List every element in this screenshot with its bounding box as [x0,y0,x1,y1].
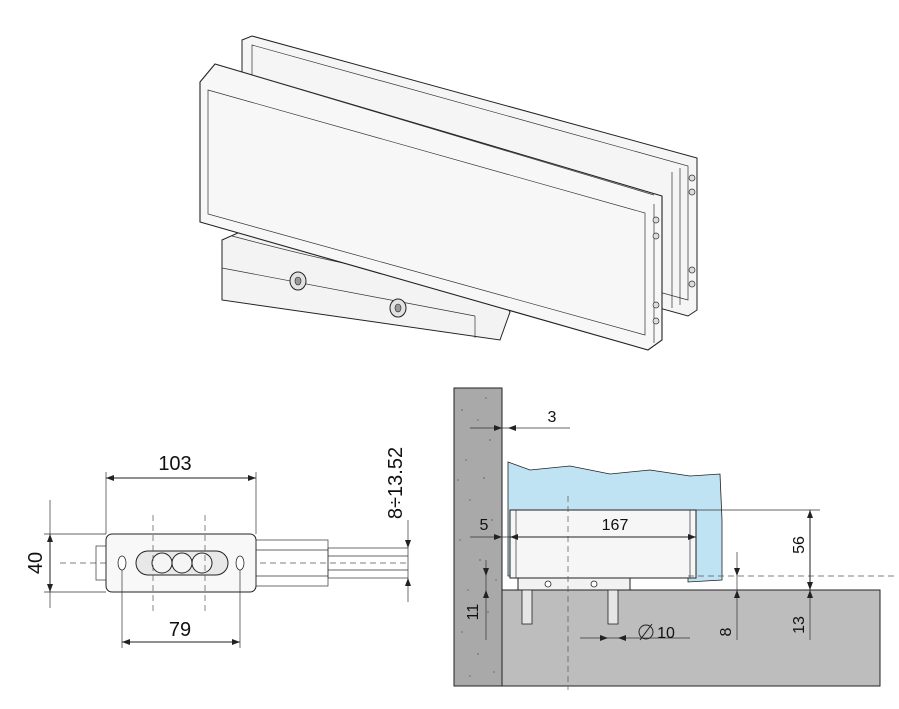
dim-glass-thickness: 8÷13.52 [385,447,407,519]
dim-width-holes: 79 [169,619,191,641]
dim-floor-left: 11 [465,604,482,621]
dim-height: 40 [25,552,47,574]
dim-pin-height: 8 [718,627,735,636]
dim-pin-diameter: 10 [657,625,675,642]
top-view: 103 79 40 8÷13.52 [25,447,411,648]
dim-offset-wall: 5 [480,517,489,534]
dim-width-overall: 103 [158,453,191,475]
perspective-view [199,35,698,351]
patch-fitting [509,509,697,579]
dim-height-total: 56 [791,536,808,554]
dim-floor-recess: 13 [791,616,808,634]
section-view: 3 5 167 56 13 8 10 1 [453,387,895,690]
dim-length: 167 [602,517,629,534]
dim-gap-wall: 3 [548,409,557,426]
